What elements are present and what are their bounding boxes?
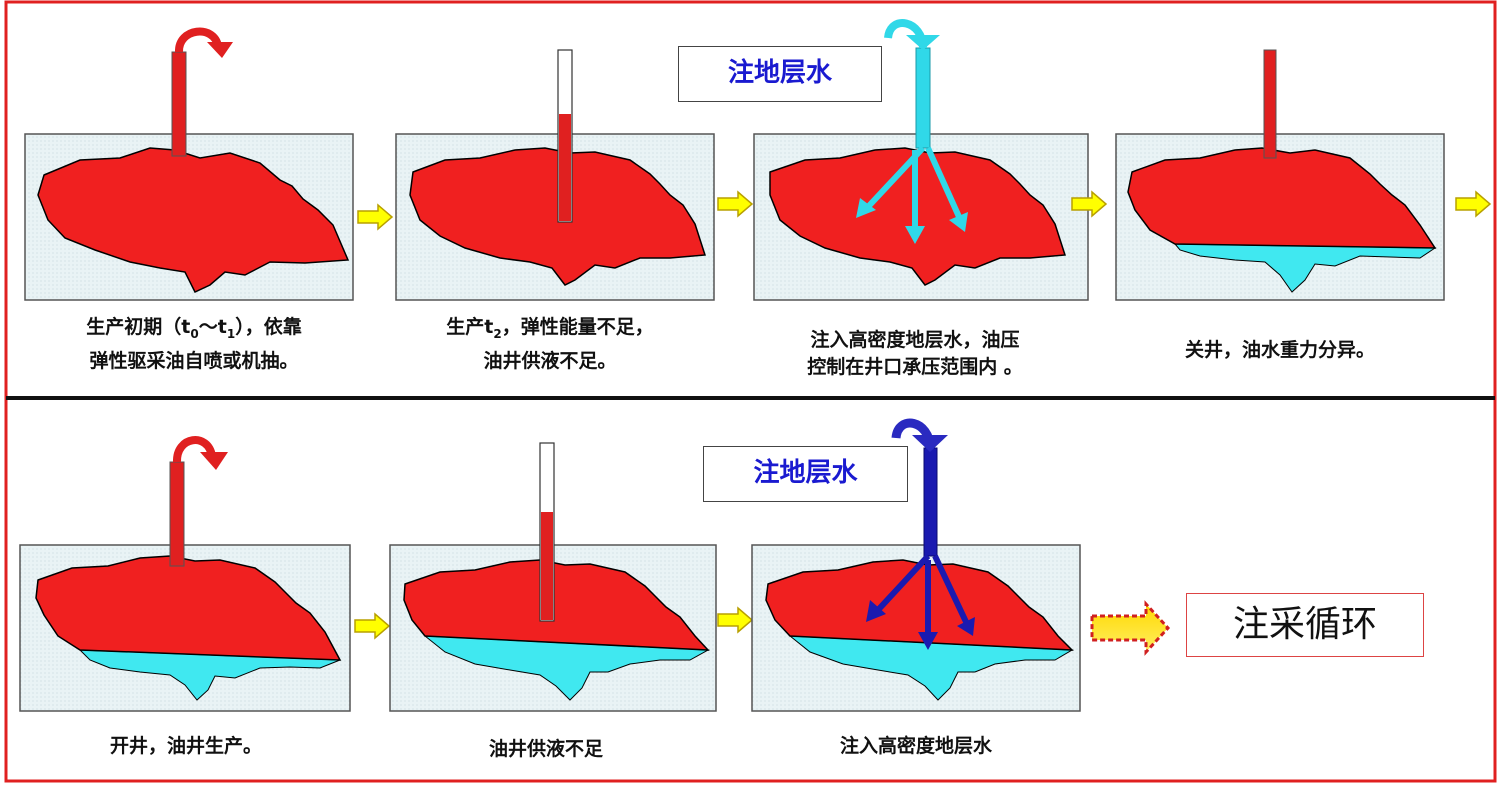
cycle-arrow [1090,600,1171,656]
reservoir-water [423,635,710,701]
caption-stage2: 生产t2，弹性能量不足， 油井供液不足。 [446,316,654,372]
well-pipe [169,461,185,567]
well-pipe [171,51,187,157]
caption-stage6: 油井供液不足 [488,738,603,760]
caption-stage4: 关井，油水重力分异。 [1184,339,1375,361]
reservoir-oil [1127,147,1437,249]
well-pipe [1263,49,1277,159]
well-fluid-level [559,114,571,221]
inject-label: 注地层水 [753,458,858,488]
cycle-label: 注采循环 [1232,604,1377,645]
step-arrow [357,203,394,231]
reservoir-oil [403,559,710,651]
panel-stage5 [19,436,351,712]
panel-stage6 [389,442,717,712]
caption-stage5: 开井，油井生产。 [109,735,262,757]
injection-pipe [915,47,931,149]
step-arrow [717,190,754,218]
injection-spread-arrows [866,553,975,650]
step-arrow [1455,190,1492,218]
caption-stage7: 注入高密度地层水 [839,735,992,757]
panel-stage4 [1115,49,1445,301]
outer-frame [4,0,1497,783]
injection-spread-arrows [856,145,968,244]
panel-stage3 [753,19,1089,301]
flow-curl-icon [175,27,222,53]
step-arrow [717,606,754,634]
reservoir-water [78,649,341,701]
reservoir-oil [765,559,1074,651]
inject-arrowhead [906,35,940,50]
inject-label: 注地层水 [727,58,832,88]
flow-arrowhead [200,452,228,470]
well-fluid-level [541,512,553,620]
panel-stage1 [24,27,354,301]
reservoir-water [1173,243,1437,293]
reservoir-water [788,635,1074,701]
caption-stage1: 生产初期（t0～t1），依靠 弹性驱采油自喷或机抽。 [86,316,302,372]
caption-stage3: 注入高密度地层水，油压 控制在井口承压范围内 。 [807,329,1023,378]
cycle-label-box: 注采循环 [1186,593,1424,657]
inject-arrowhead [912,435,948,452]
panel-stage7 [751,418,1081,712]
injection-pipe [923,447,938,557]
inject-label-box-top: 注地层水 [678,46,882,102]
panel-stage2 [395,49,715,301]
step-arrow [1071,190,1108,218]
flow-arrowhead [207,42,233,58]
flow-curl-icon [172,436,216,463]
step-arrow [354,612,391,640]
reservoir-oil [37,147,350,293]
reservoir-oil [35,555,342,661]
inject-label-box-bottom: 注地层水 [703,446,908,502]
